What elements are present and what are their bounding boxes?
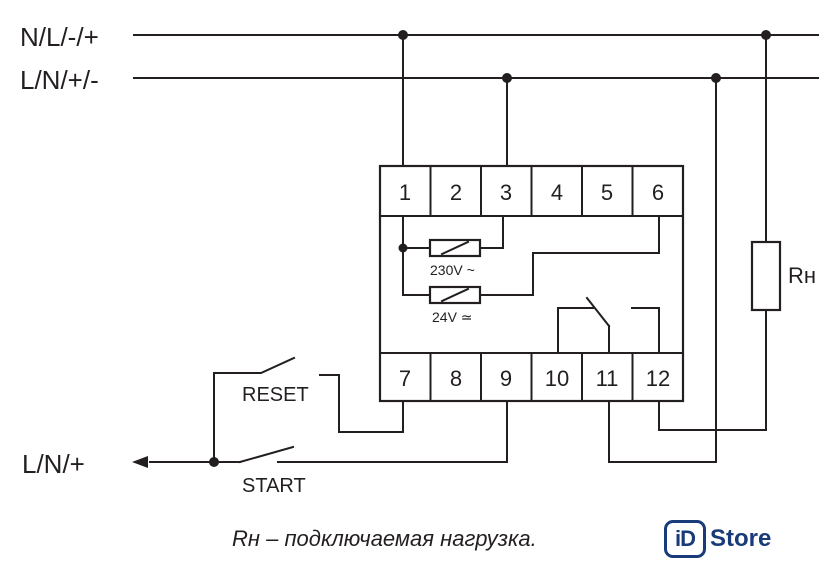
- terminal-11: 11: [596, 366, 619, 391]
- reset-label: RESET: [242, 384, 309, 406]
- contact-no-wire: [631, 307, 660, 354]
- terminal-9: 9: [500, 366, 512, 391]
- terminal-7: 7: [399, 366, 411, 391]
- start-button-contact: [238, 445, 295, 464]
- wire-terminal-9: [296, 400, 508, 463]
- terminal-2: 2: [450, 180, 462, 205]
- terminal-3: 3: [500, 180, 512, 205]
- idstore-logo: iD Store: [664, 519, 771, 559]
- load-label: Rн: [788, 263, 816, 288]
- arrow-left-icon: [132, 456, 148, 468]
- line-second-label: L/N/+/-: [20, 65, 99, 95]
- reset-button-contact: [213, 356, 296, 463]
- terminal-1: 1: [399, 180, 411, 205]
- junction-dot: [711, 73, 721, 83]
- terminal-5: 5: [601, 180, 613, 205]
- load-resistor: [750, 240, 782, 312]
- line-bottom-label: L/N/+: [22, 449, 85, 479]
- wire-terminal-11: [608, 400, 717, 463]
- wire-terminal-12: [658, 400, 767, 431]
- terminal-10: 10: [545, 366, 569, 391]
- wire-terminal-7: [338, 374, 404, 433]
- junction-dot: [761, 30, 771, 40]
- terminal-6: 6: [652, 180, 664, 205]
- terminal-12: 12: [646, 366, 670, 391]
- junction-dot: [398, 30, 408, 40]
- logo-text: Store: [710, 525, 772, 552]
- terminal-4: 4: [551, 180, 563, 205]
- line-top-label: N/L/-/+: [20, 22, 99, 52]
- caption: Rн – подключаемая нагрузка.: [232, 526, 537, 551]
- terminal-8: 8: [450, 366, 462, 391]
- contact-nc-wire: [557, 307, 594, 354]
- junction-dot: [502, 73, 512, 83]
- junction-dot: [209, 457, 219, 467]
- coil-24v-label: 24V ≃: [432, 309, 473, 325]
- contact-switch-arm: [585, 296, 611, 328]
- logo-mark: iD: [664, 520, 706, 558]
- coil-230v-label: 230V ~: [430, 262, 475, 278]
- start-label: START: [242, 475, 306, 497]
